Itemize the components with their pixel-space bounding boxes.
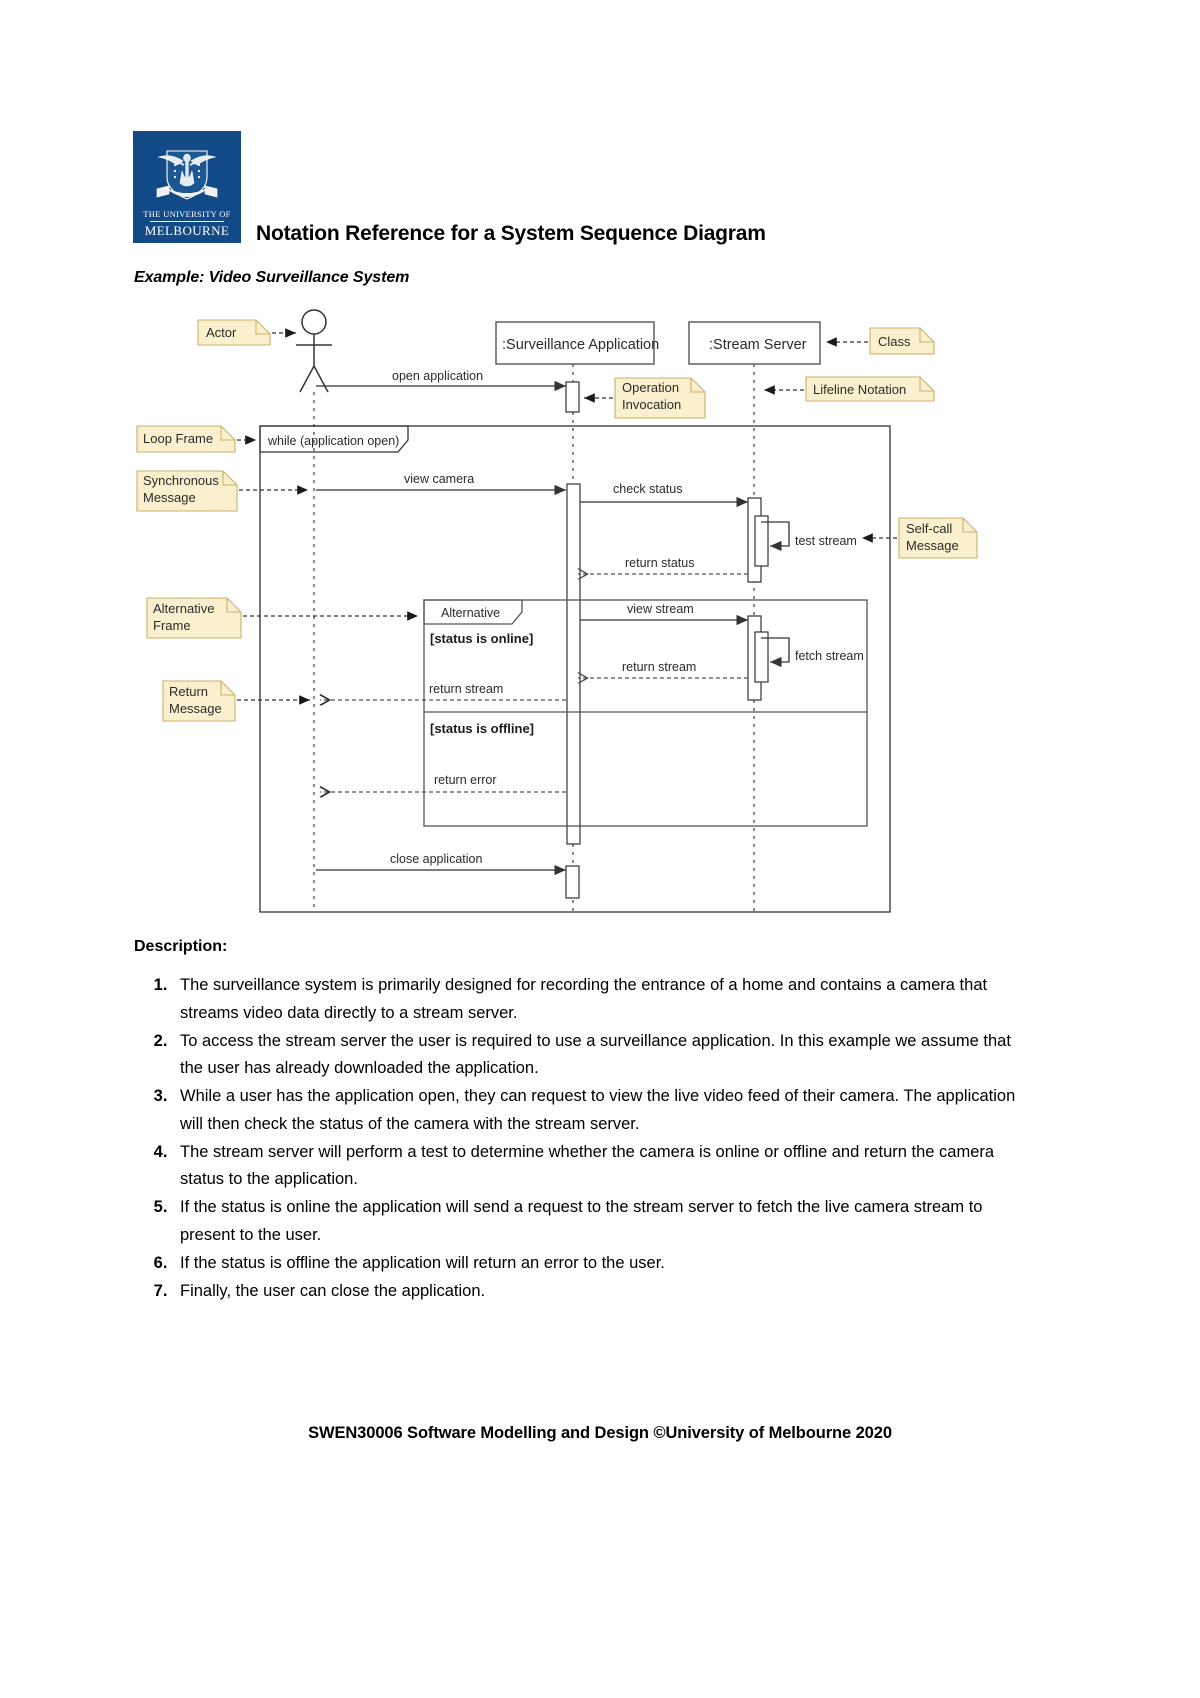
message-label: return error xyxy=(434,773,497,787)
page-title: Notation Reference for a System Sequence… xyxy=(256,222,766,245)
note-loop-frame: Loop Frame xyxy=(136,425,256,453)
message-label: return stream xyxy=(429,682,503,696)
list-item: If the status is online the application … xyxy=(172,1194,1027,1249)
logo-line-2: MELBOURNE xyxy=(144,223,230,238)
note-label-line1: Operation xyxy=(622,380,679,395)
university-logo: THE UNIVERSITY OF MELBOURNE xyxy=(133,131,241,243)
note-label-line1: Synchronous xyxy=(143,473,219,488)
activation-bar xyxy=(566,483,581,845)
note-label-line2: Message xyxy=(906,538,959,553)
alt-guard-online: [status is online] xyxy=(430,631,533,646)
message-label: fetch stream xyxy=(795,649,864,663)
note-actor: Actor xyxy=(197,319,296,346)
note-label-line2: Message xyxy=(143,490,196,505)
note-operation-invocation: Operation Invocation xyxy=(584,377,706,419)
loop-frame-guard: while (application open) xyxy=(267,434,399,448)
message-label: check status xyxy=(613,482,682,496)
alt-frame-operator: Alternative xyxy=(441,606,500,620)
note-label: Lifeline Notation xyxy=(813,382,906,397)
alternative-frame: Alternative [status is online] [status i… xyxy=(423,599,868,827)
actor-head-icon xyxy=(301,309,327,335)
list-item: Finally, the user can close the applicat… xyxy=(172,1278,1027,1306)
note-alternative-frame: Alternative Frame xyxy=(146,597,418,639)
note-label: Loop Frame xyxy=(143,431,213,446)
list-item: While a user has the application open, t… xyxy=(172,1083,1027,1138)
note-label: Actor xyxy=(206,325,237,340)
activation-bar xyxy=(747,615,762,701)
lifeline-label-server: :Stream Server xyxy=(709,337,807,353)
list-item: If the status is offline the application… xyxy=(172,1250,1027,1278)
note-label-line2: Invocation xyxy=(622,397,681,412)
frame-operator-tab xyxy=(259,425,409,453)
message-label: return status xyxy=(625,556,694,570)
message-return-status: return status xyxy=(578,556,748,574)
message-check-status: check status xyxy=(580,482,762,583)
activation-bar xyxy=(747,497,762,583)
alt-guard-offline: [status is offline] xyxy=(430,721,534,736)
activation-bar xyxy=(565,865,580,899)
list-item: To access the stream server the user is … xyxy=(172,1028,1027,1083)
note-label-line2: Frame xyxy=(153,618,191,633)
message-label: test stream xyxy=(795,534,857,548)
message-return-stream-server: return stream xyxy=(578,660,748,678)
message-fetch-stream-self-call: fetch stream xyxy=(754,631,864,683)
lifeline-actor xyxy=(296,309,332,912)
message-view-camera: view camera xyxy=(316,472,581,845)
lifeline-stream-server: :Stream Server xyxy=(688,321,821,912)
example-subtitle: Example: Video Surveillance System xyxy=(134,269,410,286)
description-list: The surveillance system is primarily des… xyxy=(134,972,1027,1306)
message-close-application: close application xyxy=(316,852,580,899)
crest-icon xyxy=(156,150,218,200)
logo-line-1: THE UNIVERSITY OF xyxy=(143,209,231,219)
activation-bar-nested xyxy=(754,631,769,683)
lifeline-surveillance-application: :Surveillance Application xyxy=(495,321,659,912)
message-open-application: open application xyxy=(316,369,580,413)
lifeline-label-app: :Surveillance Application xyxy=(502,337,659,353)
frame-operator-tab xyxy=(423,599,523,625)
message-label: view stream xyxy=(627,602,694,616)
description-heading: Description: xyxy=(134,938,228,955)
note-label: Class xyxy=(878,334,911,349)
note-lifeline-notation: Lifeline Notation xyxy=(764,376,935,402)
activation-bar xyxy=(565,381,580,413)
message-label: close application xyxy=(390,852,482,866)
activation-bar-nested xyxy=(754,515,769,567)
note-return-message: Return Message xyxy=(162,680,310,722)
message-label: view camera xyxy=(404,472,474,486)
page-footer: SWEN30006 Software Modelling and Design … xyxy=(308,1424,892,1442)
note-class: Class xyxy=(826,327,935,355)
note-label-line1: Alternative xyxy=(153,601,214,616)
note-label-line2: Message xyxy=(169,701,222,716)
note-label-line1: Return xyxy=(169,684,208,699)
list-item: The stream server will perform a test to… xyxy=(172,1139,1027,1194)
actor-body-icon xyxy=(296,334,332,393)
message-label: return stream xyxy=(622,660,696,674)
message-label: open application xyxy=(392,369,483,383)
note-label-line1: Self-call xyxy=(906,521,952,536)
message-return-error: return error xyxy=(320,773,566,792)
message-test-stream-self-call: test stream xyxy=(754,515,857,567)
loop-frame: while (application open) xyxy=(259,425,891,913)
logo-divider xyxy=(150,221,224,222)
note-self-call-message: Self-call Message xyxy=(862,517,978,559)
note-synchronous-message: Synchronous Message xyxy=(136,470,308,512)
message-view-stream: view stream xyxy=(580,602,762,701)
list-item: The surveillance system is primarily des… xyxy=(172,972,1027,1027)
message-return-stream-actor: return stream xyxy=(320,682,566,700)
